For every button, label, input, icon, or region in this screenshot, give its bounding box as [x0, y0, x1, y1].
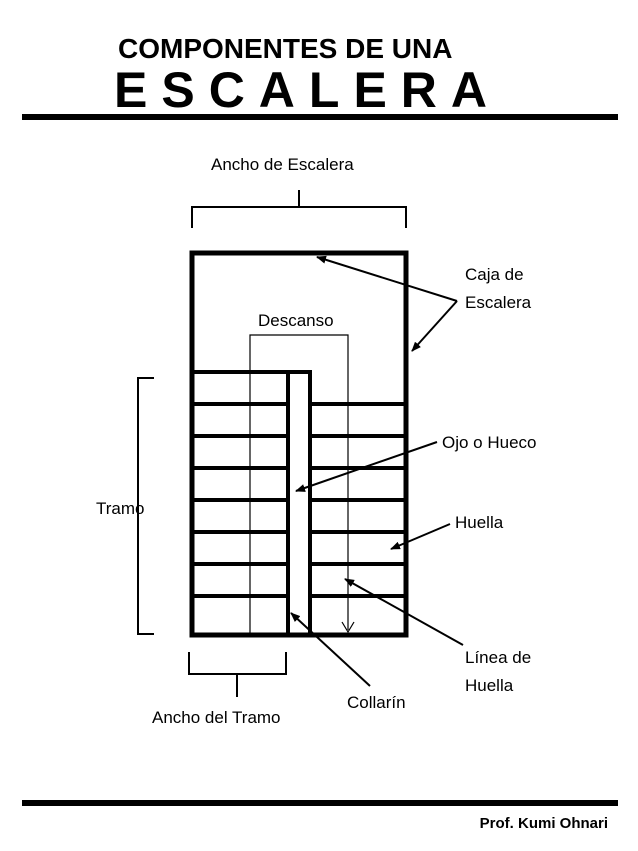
label-ancho-escalera: Ancho de Escalera — [211, 155, 354, 174]
ojo-arrow — [295, 441, 438, 492]
walking-line — [249, 334, 355, 635]
title-line-2: ESCALERA — [114, 62, 502, 118]
label-tramo: Tramo — [96, 499, 145, 518]
label-caja-line2: Escalera — [465, 293, 532, 312]
stair-width-bracket — [191, 190, 407, 228]
central-well — [286, 370, 312, 635]
label-linea-line2: Huella — [465, 676, 514, 695]
label-descanso: Descanso — [258, 311, 334, 330]
label-huella: Huella — [455, 513, 504, 532]
label-ancho-tramo: Ancho del Tramo — [152, 708, 281, 727]
label-ojo: Ojo o Hueco — [442, 433, 537, 452]
right-flight-treads — [310, 402, 406, 598]
label-collarin: Collarín — [347, 693, 406, 712]
label-linea-line1: Línea de — [465, 648, 531, 667]
caja-arrows — [316, 255, 458, 352]
left-flight-treads — [192, 370, 288, 598]
flight-bracket — [137, 377, 154, 635]
linea-arrow — [344, 578, 464, 646]
title-line-1: COMPONENTES DE UNA — [118, 33, 453, 64]
collarin-arrow — [290, 612, 371, 687]
huella-arrow — [390, 523, 451, 550]
label-caja-line1: Caja de — [465, 265, 524, 284]
author-credit: Prof. Kumi Ohnari — [479, 815, 608, 832]
flight-width-bracket — [188, 652, 287, 697]
stair-box — [189, 250, 409, 638]
bottom-rule — [22, 800, 618, 806]
top-rule — [22, 114, 618, 120]
